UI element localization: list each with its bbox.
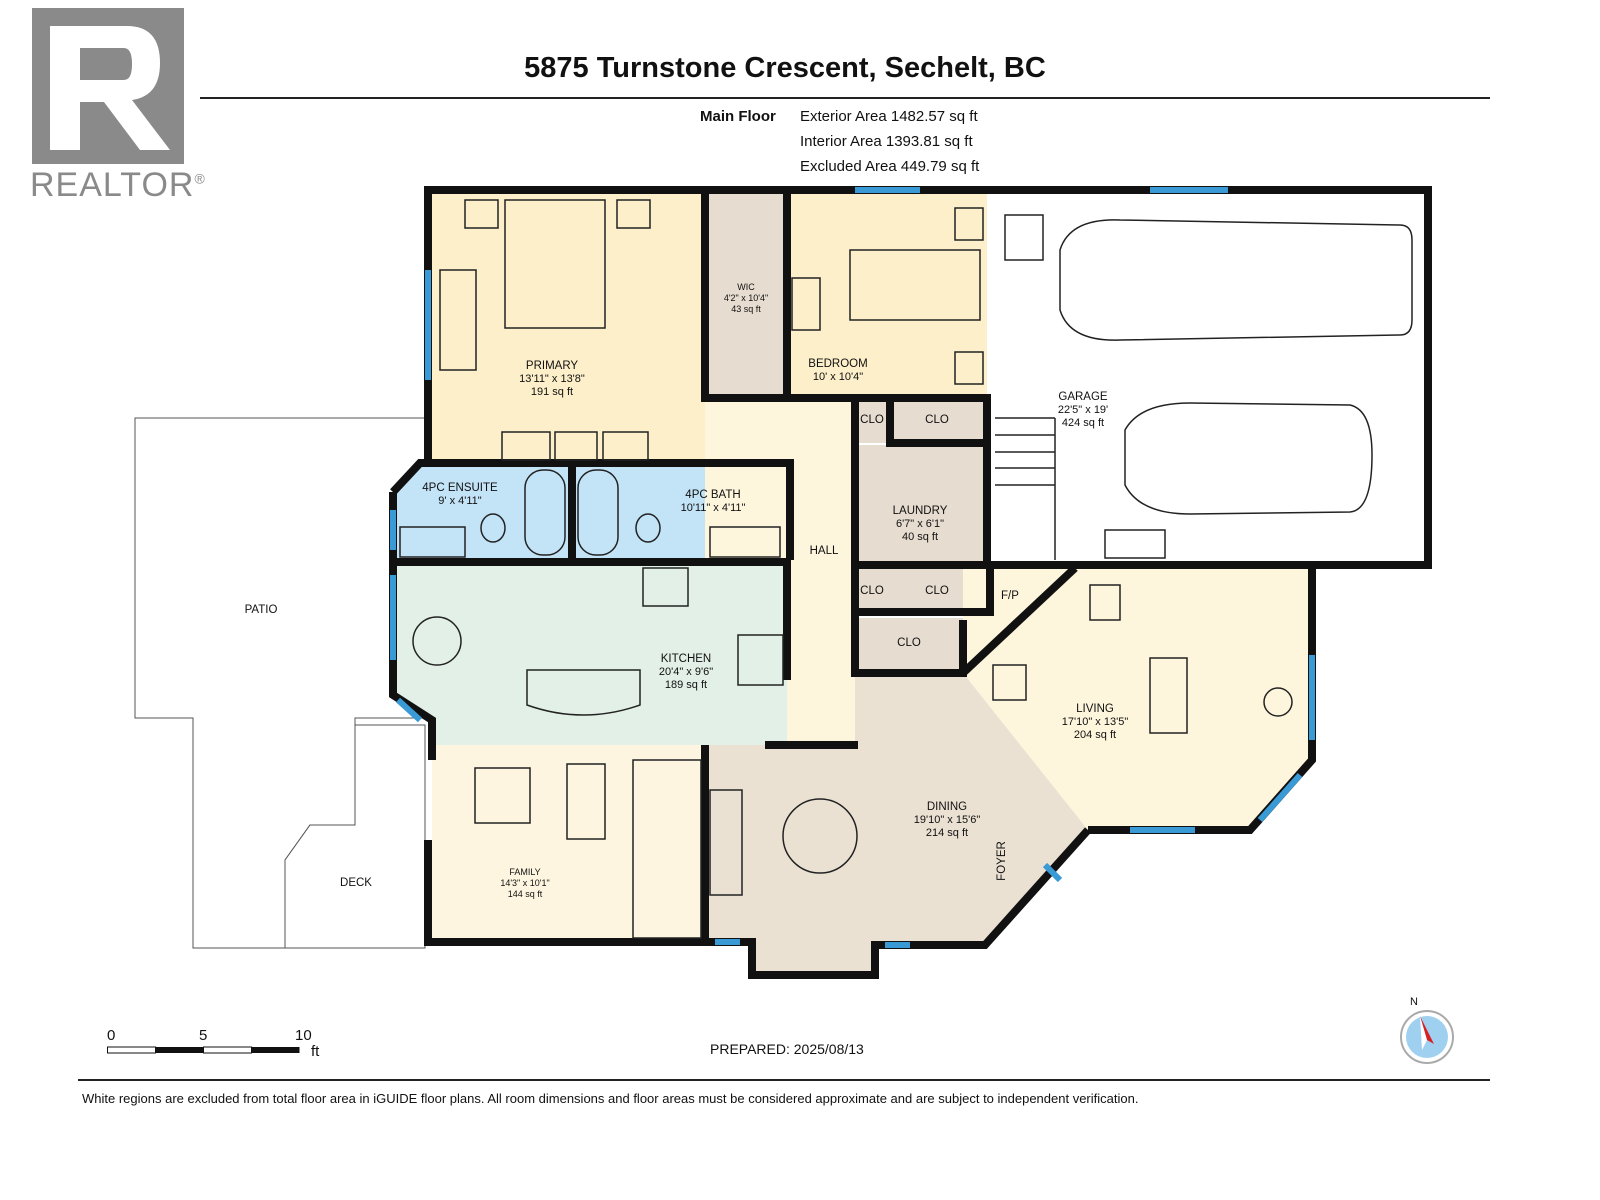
scale-unit: ft — [311, 1043, 320, 1060]
scale-bar-graphic — [107, 1046, 300, 1054]
compass-north-label: N — [1410, 996, 1418, 1008]
car-2 — [1124, 402, 1373, 515]
room-label-deck: DECK — [340, 877, 372, 889]
closet-label: CLO — [860, 414, 884, 426]
closet-label: CLO — [925, 585, 949, 597]
page-title: 5875 Turnstone Crescent, Sechelt, BC — [524, 52, 1046, 84]
ensuite-room — [393, 463, 572, 560]
kitchen-island — [526, 669, 641, 716]
garage-room — [990, 193, 1428, 563]
closet-label: CLO — [860, 585, 884, 597]
dining-table — [782, 798, 858, 874]
floor-label: Main Floor — [700, 108, 776, 125]
room-label-foyer: FOYER — [995, 841, 1008, 881]
scale-tick-label: 0 — [107, 1027, 116, 1044]
realtor-logo — [32, 8, 184, 164]
primary-bed — [504, 199, 606, 329]
scale-tick-label: 10 — [295, 1027, 312, 1044]
wic-room — [705, 193, 787, 398]
realtor-logo-text: REALTOR® — [30, 166, 206, 204]
room-label-fireplace: F/P — [1001, 590, 1019, 602]
laundry-room — [855, 445, 990, 563]
excluded-area: Excluded Area 449.79 sq ft — [800, 158, 980, 175]
deck-area — [284, 724, 426, 949]
exterior-area: Exterior Area 1482.57 sq ft — [800, 108, 978, 125]
closet-5 — [855, 618, 963, 673]
windows — [390, 187, 1315, 948]
closet-2 — [890, 398, 985, 443]
prepared-date: PREPARED: 2025/08/13 — [710, 1041, 864, 1057]
car-1 — [1059, 219, 1413, 341]
closet-1 — [855, 398, 890, 443]
kitchen-room — [393, 563, 787, 745]
living-room — [963, 565, 1312, 830]
interior-area: Interior Area 1393.81 sq ft — [800, 133, 973, 150]
bedroom-bed — [849, 249, 981, 321]
room-label-hall: HALL — [809, 545, 839, 557]
room-label-patio: PATIO — [244, 604, 278, 616]
header-divider — [200, 97, 1490, 99]
scale-tick-label: 5 — [199, 1027, 208, 1044]
closet-label: CLO — [897, 637, 921, 649]
closet-3 — [855, 568, 890, 613]
closet-label: CLO — [925, 414, 949, 426]
compass-icon — [1400, 1010, 1454, 1064]
family-room — [432, 745, 705, 940]
footer-divider — [78, 1079, 1490, 1081]
footer-disclaimer: White regions are excluded from total fl… — [82, 1091, 1139, 1106]
